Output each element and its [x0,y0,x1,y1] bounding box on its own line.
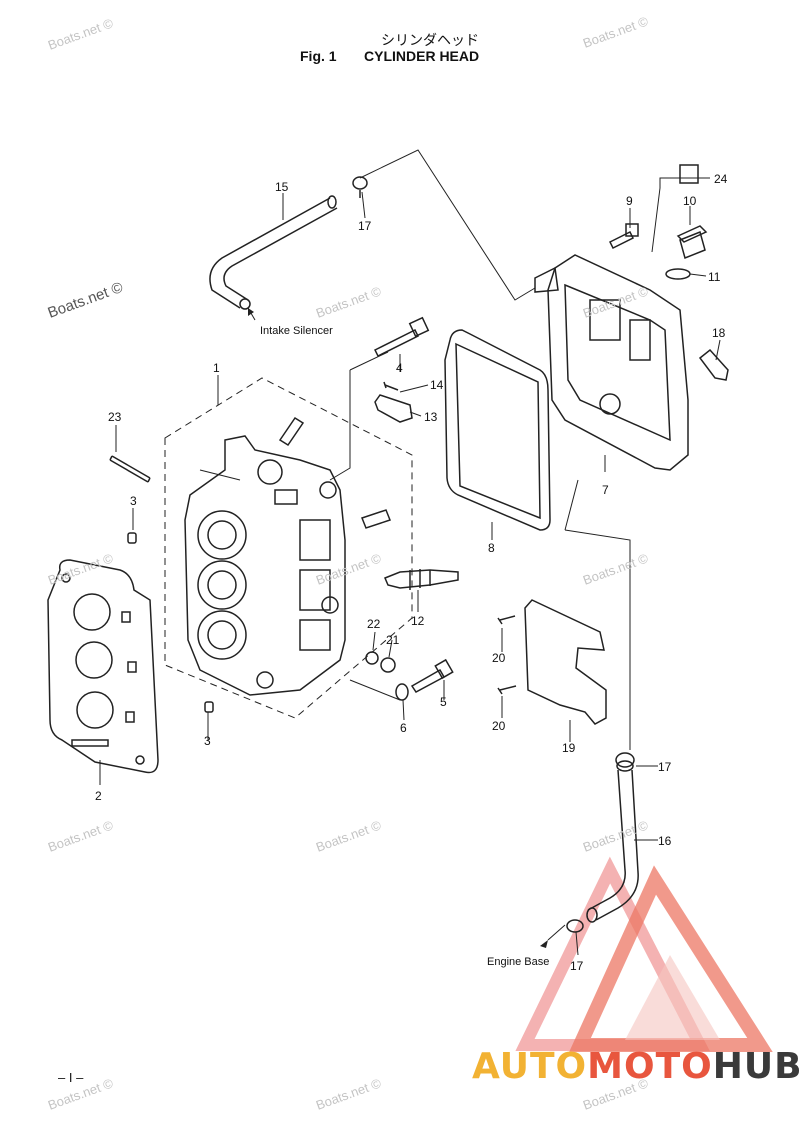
callout-18: 18 [712,326,726,340]
bolt-9 [608,223,639,250]
callout-9: 9 [626,194,633,208]
cylinder-head-assembly-outline [164,377,413,719]
logo-triangle-mark [515,856,773,1052]
cover-plate [524,599,607,725]
dowel-pin-lower [204,701,214,713]
callout-17-middle: 17 [658,760,672,774]
figure-number: Fig. 1 [300,48,337,64]
callout-20-upper: 20 [492,651,506,665]
engine-base-arrow [540,940,548,948]
cylinder-head-cover [534,254,689,471]
callout-23: 23 [108,410,122,424]
cylinder-head-gasket [47,559,159,774]
hose-clamp-17-middle [615,752,635,768]
callout-17-bottom: 17 [570,959,584,973]
callout-22: 22 [367,617,381,631]
hose-clip-18 [698,348,729,381]
callout-14: 14 [430,378,444,392]
callout-19: 19 [562,741,576,755]
caution-label [679,164,699,184]
cylinder-head [184,435,346,696]
logo-auto: AUTO [472,1046,588,1087]
o-ring [665,268,691,280]
bracket-screw [383,381,399,391]
engine-base-hose [586,760,639,923]
intake-hose [209,195,338,310]
callout-4: 4 [396,361,403,375]
intake-arrow [248,308,254,316]
bolt-5 [410,658,454,693]
watermark: Boats.net © [581,550,651,588]
watermark: Boats.net © [581,817,651,855]
callout-12: 12 [411,614,425,628]
callout-13: 13 [424,410,438,424]
callout-8: 8 [488,541,495,555]
callout-6: 6 [400,721,407,735]
hose-clamp-17-bottom [566,919,584,933]
logo-moto: MOTO [587,1046,713,1087]
watermark: Boats.net © [46,550,116,588]
bracket [374,394,413,423]
callout-3-upper: 3 [130,494,137,508]
watermark: Boats.net © [46,15,116,53]
brand-logo: AUTOMOTOHUB [472,1046,800,1087]
callout-21: 21 [386,633,400,647]
watermark: Boats.net © [314,283,384,321]
leader-lines [99,149,721,956]
oil-filler-cap [676,225,708,260]
watermark: Boats.net © [581,13,651,51]
spark-plug [384,569,459,590]
callout-5: 5 [440,695,447,709]
cover-bolt [373,316,430,358]
callout-20-lower: 20 [492,719,506,733]
watermark: Boats.net © [314,817,384,855]
logo-hub: HUB [712,1046,800,1087]
callout-7: 7 [602,483,609,497]
callout-24: 24 [714,172,728,186]
note-intake-silencer: Intake Silencer [260,325,333,337]
callout-10: 10 [683,194,697,208]
callout-1: 1 [213,361,220,375]
watermark: Boats.net © [314,1075,384,1113]
washer-22 [365,651,379,665]
head-cover-gasket [444,329,551,531]
callout-17-top: 17 [358,219,372,233]
stud-bolt [109,455,151,483]
figure-name: CYLINDER HEAD [364,48,480,64]
callout-11: 11 [708,270,721,284]
figure-title: Fig. 1 CYLINDER HEAD [300,48,479,64]
watermark: Boats.net © [46,817,116,855]
screw-20-upper [497,615,516,625]
head-sleeve-middle [361,509,391,529]
hose-clamp-17-top [352,176,368,198]
screw-20-lower [497,685,517,695]
washer-6 [395,683,409,701]
note-engine-base: Engine Base [487,956,549,968]
callout-3-lower: 3 [204,734,211,748]
page-number: – I – [58,1070,84,1085]
callout-2: 2 [95,789,102,803]
callout-15: 15 [275,180,289,194]
dowel-pin-upper [127,532,137,544]
anode-21 [380,657,396,673]
head-sleeve-upper [278,416,305,447]
watermark: Boats.net © [314,550,384,588]
title-japanese: シリンダヘッド [381,33,479,49]
callout-16: 16 [658,834,672,848]
watermark: Boats.net © [46,279,126,322]
